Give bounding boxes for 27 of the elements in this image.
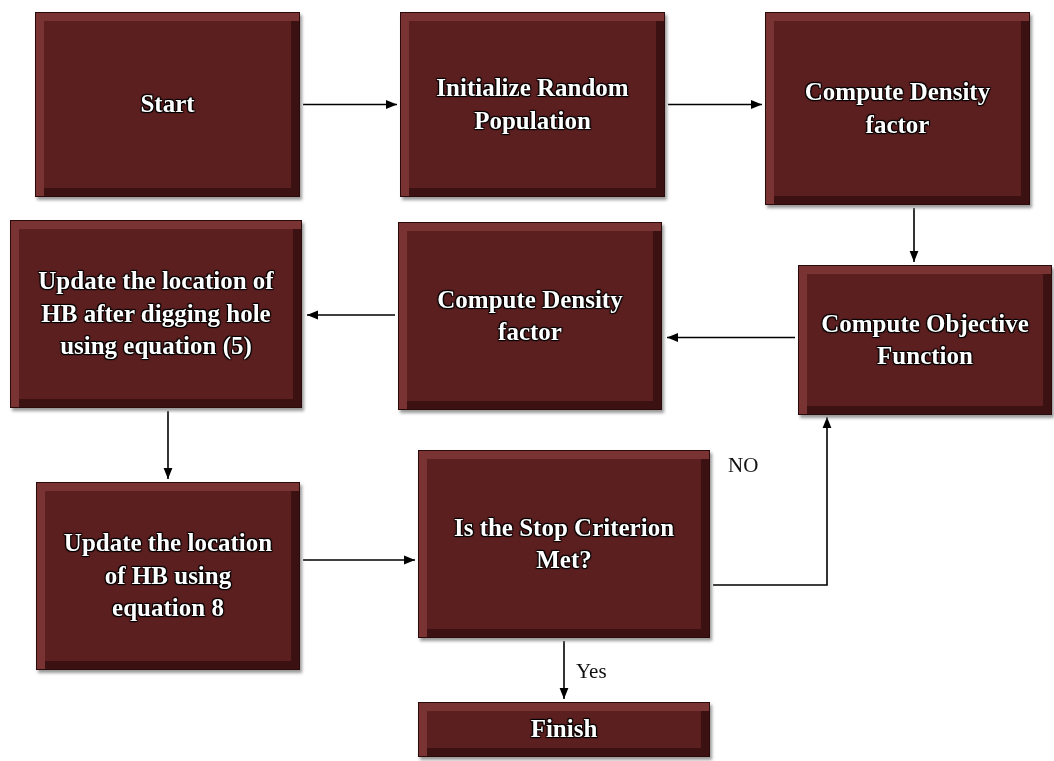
box-label: Compute Density factor — [803, 77, 992, 140]
arrow — [306, 310, 396, 320]
process-box — [400, 12, 665, 197]
arrow — [559, 640, 569, 700]
process-box — [798, 265, 1052, 415]
box-label: Compute Density factor — [436, 284, 624, 347]
arrow — [302, 100, 398, 109]
process-box — [418, 450, 710, 638]
box-label: Compute Objective Function — [820, 308, 1030, 371]
process-box — [10, 220, 302, 408]
box-label: Initialize Random Population — [435, 73, 630, 136]
box-label: Is the Stop Criterion Met? — [452, 512, 676, 575]
process-box — [765, 12, 1030, 205]
arrow — [302, 555, 416, 565]
arrow — [667, 100, 763, 109]
process-box — [36, 482, 300, 670]
box-label: Update the location of HB using equation 8 — [62, 528, 274, 624]
box-label: Finish — [529, 714, 599, 745]
arrow — [909, 207, 919, 263]
arrow — [163, 410, 173, 480]
arrow — [712, 416, 832, 586]
process-box — [35, 12, 300, 197]
process-box — [418, 702, 710, 757]
box-label: Update the location of HB after digging hole using equation (5) — [37, 266, 275, 362]
arrow — [666, 333, 796, 342]
box-label: Start — [139, 89, 196, 120]
process-box — [398, 222, 662, 410]
